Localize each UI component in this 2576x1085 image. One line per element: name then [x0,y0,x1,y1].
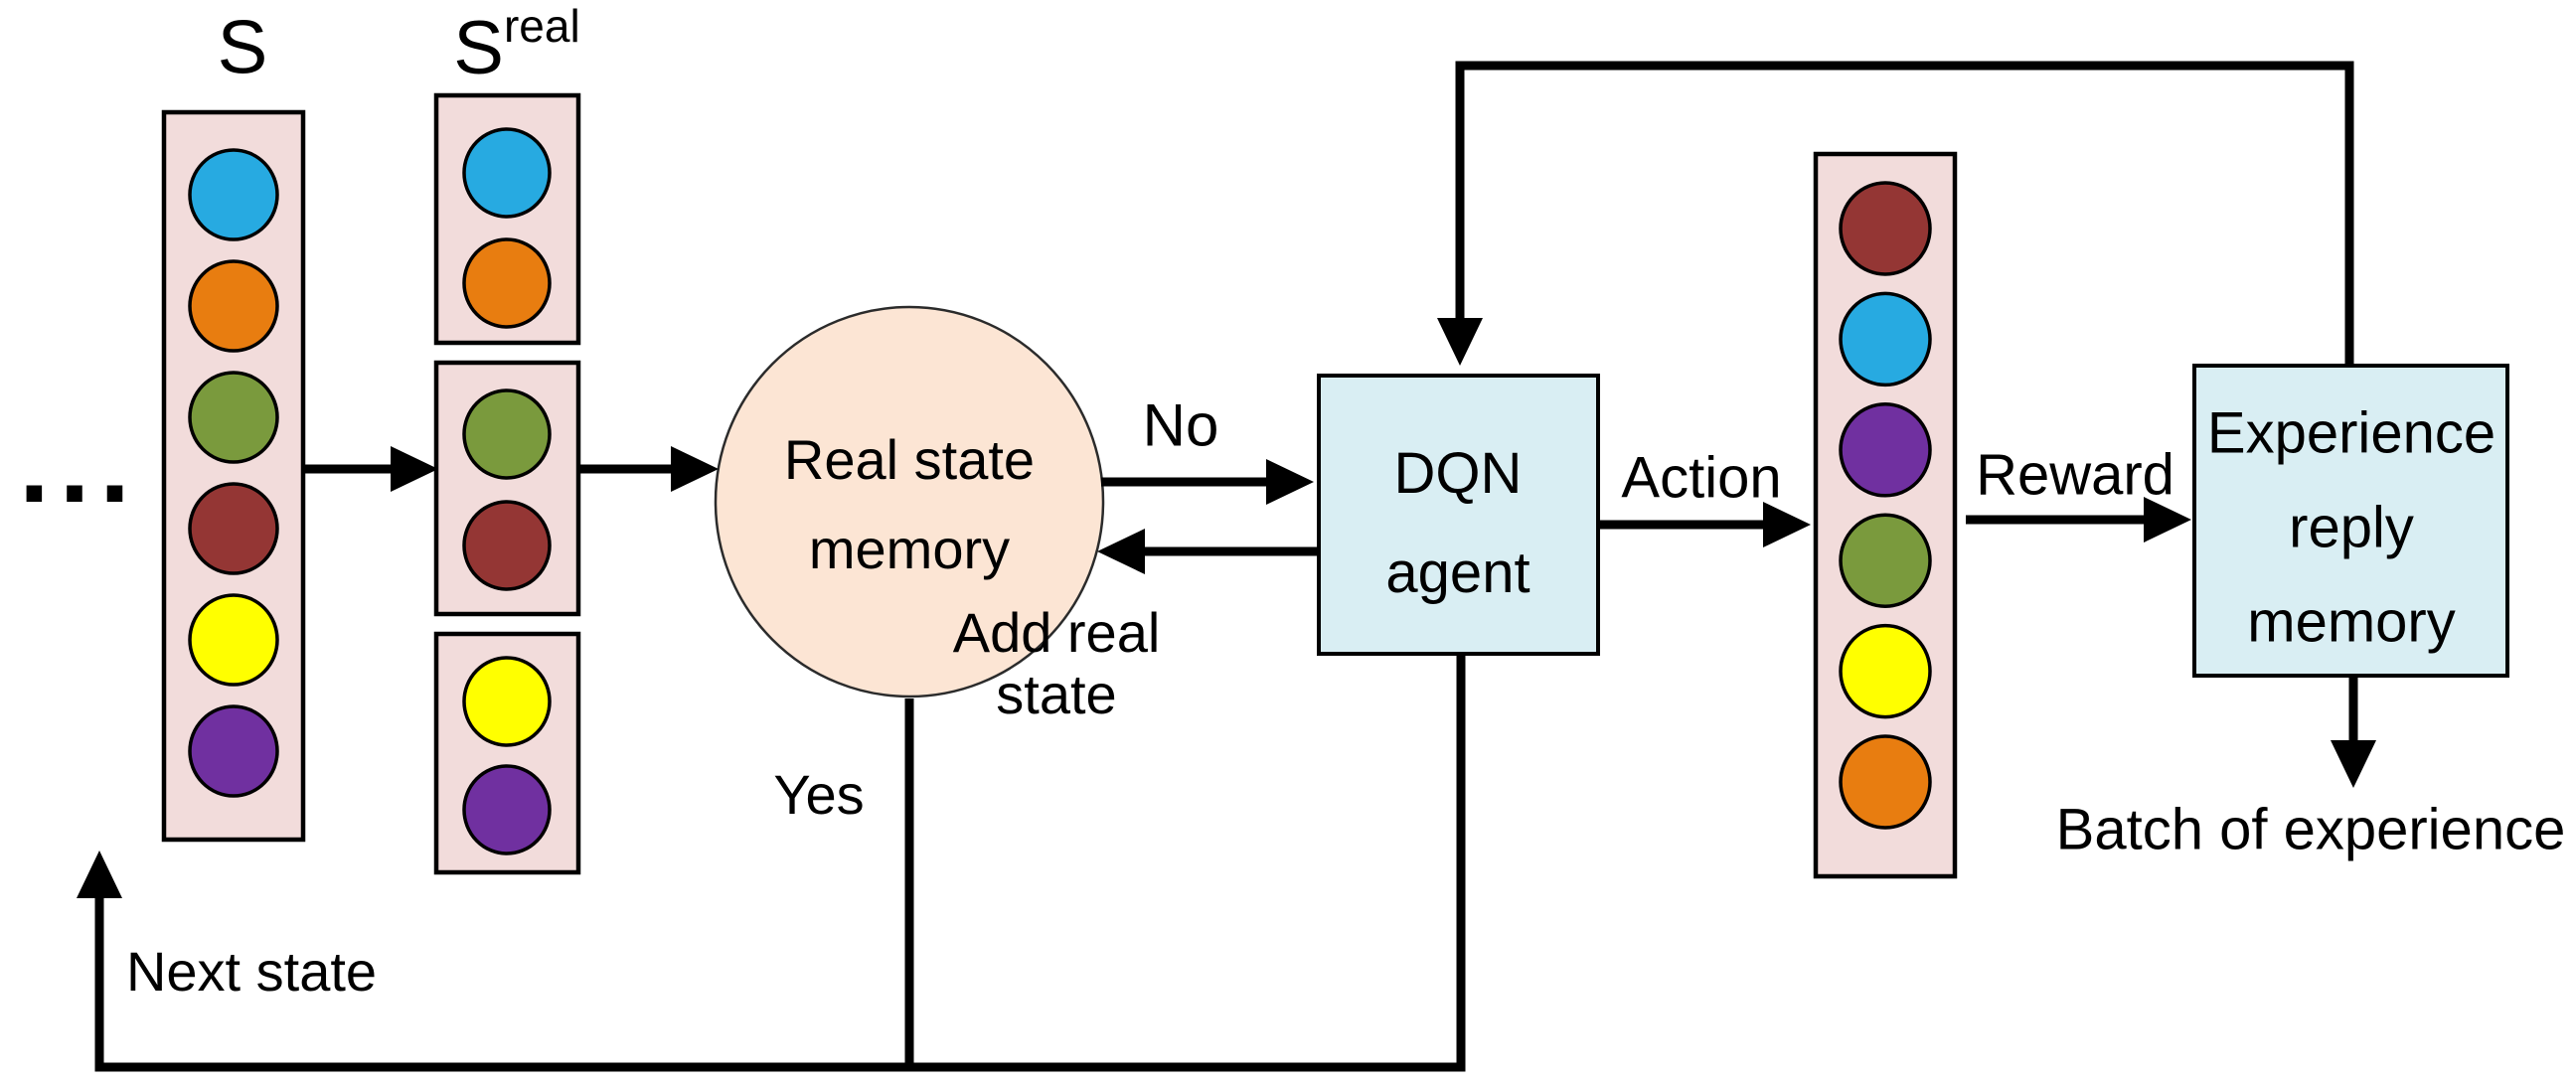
dqn-agent-line2: agent [1385,541,1530,605]
state-circle [188,371,279,464]
state-circle [462,127,552,219]
label-yes: Yes [773,762,865,826]
state-circle [188,593,279,687]
arrow-reward [1966,497,2191,542]
dqn-agent-line1: DQN [1393,441,1523,506]
state-circle [462,237,552,329]
dqn-agent-node [1317,374,1600,656]
state-circle [1839,513,1932,608]
label-action: Action [1621,445,1782,511]
arrow-experience-output [2331,676,2376,788]
label-s: S [217,5,268,90]
state-circle [188,148,279,241]
experience-memory-line2: reply [2289,495,2414,560]
label-next-state: Next state [125,939,378,1003]
arrow-no [1101,459,1314,505]
experience-memory-node [2192,364,2509,678]
arrow-action [1598,502,1811,547]
experience-memory-label: Experience reply memory [2207,387,2496,670]
real-state-memory-node [714,305,1105,698]
label-add-real-line1: Add real [952,601,1161,664]
state-column-s-circles [188,148,279,798]
label-batch-of-experience: Batch of experience [2055,797,2566,862]
state-circle [462,764,552,855]
experience-memory-line1: Experience [2206,400,2496,466]
ellipsis-history-states: ... [19,402,140,526]
label-s-real: Sreal [453,0,579,91]
label-reward: Reward [1976,442,2174,508]
path-feedback-loop [1437,61,2354,366]
arrow-sreal-to-memory [578,446,719,492]
state-circle [1839,181,1932,276]
state-circle [462,500,552,591]
sreal-box-1-circles [462,127,552,329]
real-state-memory-line1: Real state [783,428,1036,491]
dqn-agent-label: DQN agent [1385,424,1530,623]
state-circle [462,388,552,480]
state-circle [1839,734,1932,830]
state-circle [1839,402,1932,498]
label-s-real-sup: real [503,0,580,52]
path-bottom-next-state [77,654,1466,1072]
label-add-real-state: Add real state [953,602,1161,725]
state-circle [188,482,279,575]
action-state-column-circles [1839,181,1932,830]
state-circle [188,259,279,353]
state-circle [1839,291,1932,388]
sreal-box-2-circles [462,388,552,591]
label-s-real-base: S [453,5,504,90]
real-state-memory-line2: memory [808,518,1011,580]
arrow-add-real-state [1097,529,1319,574]
sreal-box-3-circles [462,656,552,855]
arrow-s-to-sreal [303,446,438,492]
state-circle [462,656,552,747]
state-circle [188,704,279,798]
state-circle [1839,623,1932,719]
label-add-real-line2: state [996,663,1117,725]
experience-memory-line3: memory [2247,589,2456,655]
label-no: No [1142,391,1219,459]
real-state-memory-label: Real state memory [784,415,1035,594]
